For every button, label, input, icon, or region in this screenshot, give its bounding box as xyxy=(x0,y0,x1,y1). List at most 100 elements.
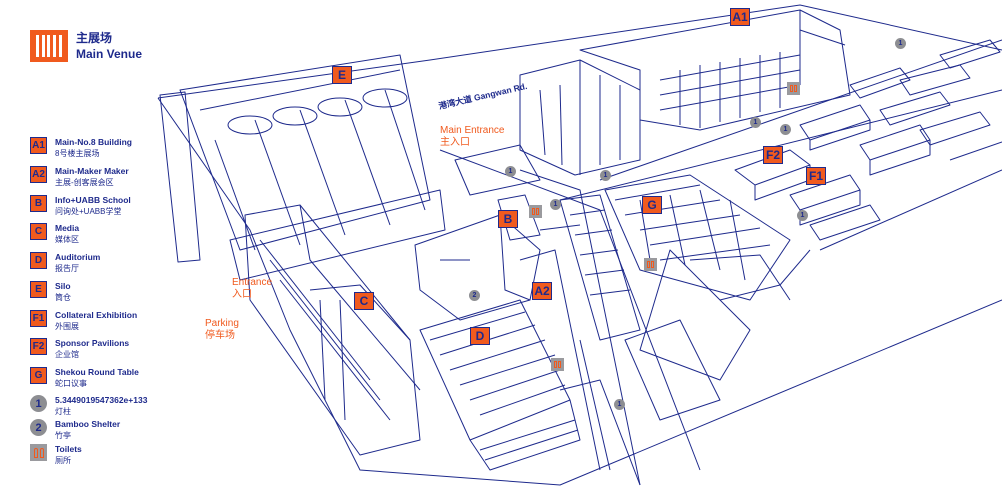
lamp-post-marker-icon: 1 xyxy=(30,395,47,412)
legend-item-a1: A1 Main-No.8 Building 8号楼主展场 xyxy=(30,137,132,159)
entrance-label-en: Entrance xyxy=(232,277,273,288)
legend-label-en: Media xyxy=(55,223,80,233)
main-venue-header: 主展场 Main Venue xyxy=(30,30,210,62)
zone-badge-icon: E xyxy=(30,281,47,298)
legend-label-en: 5.3449019547362e+133 xyxy=(55,395,148,405)
legend-item-f2: F2 Sponsor Pavilions 企业馆 xyxy=(30,338,129,360)
map-zone-d[interactable]: D xyxy=(470,327,490,345)
legend-label-en: Silo xyxy=(55,281,71,291)
map-zone-b[interactable]: B xyxy=(498,210,518,228)
lamp-post-pin[interactable]: 1 xyxy=(614,399,625,410)
road-edge xyxy=(157,4,1002,99)
legend-item-e: E Silo 筒仓 xyxy=(30,281,71,303)
zone-badge-icon: B xyxy=(30,195,47,212)
legend-label-en: Main-Maker Maker xyxy=(55,166,129,176)
legend-item-d: D Auditorium 报告厅 xyxy=(30,252,100,274)
parking-label: Parking 停车场 xyxy=(205,318,239,342)
legend-label-cn: 灯柱 xyxy=(55,407,71,416)
parking-label-en: Parking xyxy=(205,318,239,329)
legend-label-cn: 企业馆 xyxy=(55,350,79,359)
legend-label-cn: 8号楼主展场 xyxy=(55,149,100,158)
bamboo-shelter-marker-icon: 2 xyxy=(30,419,47,436)
map-zone-g[interactable]: G xyxy=(642,196,662,214)
map-zone-e[interactable]: E xyxy=(332,66,352,84)
lamp-post-pin[interactable]: 1 xyxy=(750,117,761,128)
toilet-marker-icon[interactable] xyxy=(529,205,542,218)
zone-badge-icon: F1 xyxy=(30,310,47,327)
inner-road xyxy=(599,39,1002,181)
legend-item-b: B Info+UABB School 问询处+UABB学堂 xyxy=(30,195,131,217)
main-entrance-label-cn: 主入口 xyxy=(440,137,470,148)
inner-road xyxy=(559,89,1002,201)
legend-label-en: Sponsor Pavilions xyxy=(55,338,130,348)
legend-label-en: Main-No.8 Building xyxy=(55,137,132,147)
container-area xyxy=(734,39,1002,241)
map-zone-a2[interactable]: A2 xyxy=(532,282,552,300)
lamp-post-pin[interactable]: 1 xyxy=(895,38,906,49)
g-area-structures xyxy=(559,174,811,421)
main-venue-title-cn: 主展场 xyxy=(76,31,113,45)
zone-badge-icon: D xyxy=(30,252,47,269)
silo-building xyxy=(159,54,446,281)
legend-label-en: Collateral Exhibition xyxy=(55,310,138,320)
map-legend: 主展场 Main Venue xyxy=(30,30,210,122)
inner-road xyxy=(819,169,1002,251)
legend-label-cn: 问询处+UABB学堂 xyxy=(55,207,122,216)
main-venue-logo-icon xyxy=(30,30,68,62)
lamp-post-pin[interactable]: 1 xyxy=(797,210,808,221)
legend-label-en: Bamboo Shelter xyxy=(55,419,121,429)
zone-badge-icon: A1 xyxy=(30,137,47,154)
legend-item-lamp-post: 1 5.3449019547362e+133 灯柱 xyxy=(30,395,147,417)
map-zone-c[interactable]: C xyxy=(354,292,374,310)
legend-label-cn: 媒体区 xyxy=(55,235,79,244)
a2-area-paths xyxy=(519,224,641,486)
building-b-d xyxy=(414,194,581,471)
legend-item-c: C Media 媒体区 xyxy=(30,223,79,245)
lamp-post-pin[interactable]: 1 xyxy=(550,199,561,210)
legend-label-en: Info+UABB School xyxy=(55,195,131,205)
map-zone-a1[interactable]: A1 xyxy=(730,8,750,26)
zone-badge-icon: A2 xyxy=(30,166,47,183)
legend-item-g: G Shekou Round Table 蛇口议事 xyxy=(30,367,139,389)
legend-label-cn: 筒仓 xyxy=(55,293,71,302)
main-venue-title-en: Main Venue xyxy=(76,47,143,61)
toilet-marker-icon[interactable] xyxy=(551,358,564,371)
legend-item-f1: F1 Collateral Exhibition 外围展 xyxy=(30,310,137,332)
legend-label-en: Shekou Round Table xyxy=(55,367,139,377)
building-a1 xyxy=(579,9,851,131)
zone-badge-icon: C xyxy=(30,223,47,240)
legend-label-en: Toilets xyxy=(55,444,82,454)
legend-item-a2: A2 Main-Maker Maker 主展-创客展会区 xyxy=(30,166,129,188)
legend-label-cn: 蛇口议事 xyxy=(55,379,87,388)
legend-label-cn: 报告厅 xyxy=(55,264,79,273)
zone-badge-icon: G xyxy=(30,367,47,384)
lamp-post-pin[interactable]: 1 xyxy=(505,166,516,177)
main-entrance-label: Main Entrance 主入口 xyxy=(440,125,504,149)
legend-label-en: Auditorium xyxy=(55,252,101,262)
legend-item-bamboo-shelter: 2 Bamboo Shelter 竹亭 xyxy=(30,419,120,441)
zone-badge-icon: F2 xyxy=(30,338,47,355)
entrance-label: Entrance 入口 xyxy=(232,277,272,301)
entrance-label-cn: 入口 xyxy=(232,289,252,300)
toilet-marker-icon[interactable] xyxy=(787,82,800,95)
main-entrance-label-en: Main Entrance xyxy=(440,125,505,136)
main-venue-title: 主展场 Main Venue xyxy=(76,30,142,62)
toilet-icon xyxy=(30,444,47,461)
legend-label-cn: 外围展 xyxy=(55,322,79,331)
bamboo-shelter-pin[interactable]: 2 xyxy=(469,290,480,301)
legend-label-cn: 厕所 xyxy=(55,456,71,465)
legend-label-cn: 竹亭 xyxy=(55,431,71,440)
parking-label-cn: 停车场 xyxy=(205,330,235,341)
map-zone-f1[interactable]: F1 xyxy=(806,167,826,185)
lamp-post-pin[interactable]: 1 xyxy=(780,124,791,135)
legend-label-cn: 主展-创客展会区 xyxy=(55,178,114,187)
lamp-post-pin[interactable]: 1 xyxy=(600,170,611,181)
building-c xyxy=(244,204,421,456)
map-zone-f2[interactable]: F2 xyxy=(763,146,783,164)
legend-item-toilets: Toilets 厕所 xyxy=(30,444,82,466)
inner-road xyxy=(439,149,701,471)
toilet-marker-icon[interactable] xyxy=(644,258,657,271)
inner-road xyxy=(519,169,641,486)
entrance-building xyxy=(454,59,641,196)
